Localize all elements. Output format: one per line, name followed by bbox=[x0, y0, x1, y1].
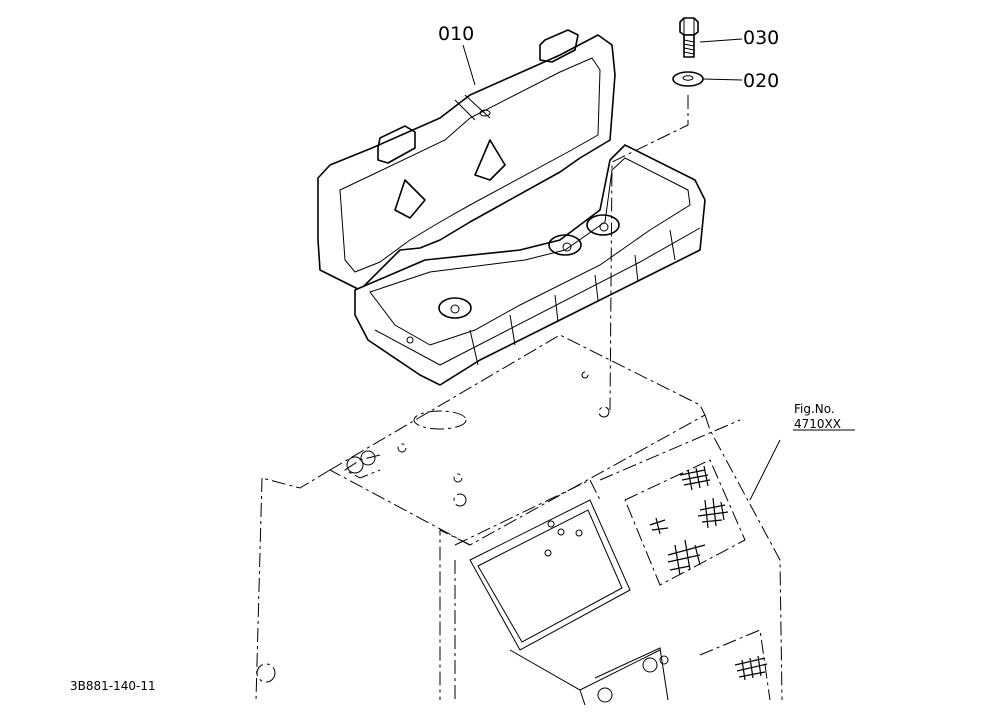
fig-ref-number: 4710XX bbox=[794, 417, 841, 431]
bolt-030 bbox=[679, 17, 699, 58]
washer-020 bbox=[672, 71, 704, 87]
front-panel bbox=[346, 450, 669, 706]
vent-mesh bbox=[649, 465, 768, 681]
callout-020: 020 bbox=[743, 70, 779, 92]
drawing-code: 3B881-140-11 bbox=[70, 679, 156, 693]
callout-030: 030 bbox=[743, 27, 779, 49]
callout-010: 010 bbox=[438, 23, 474, 45]
tool-box bbox=[317, 29, 706, 386]
machine-body-phantom bbox=[255, 334, 783, 701]
fig-ref-label: Fig.No. bbox=[794, 402, 835, 416]
assembly-centerline bbox=[609, 95, 689, 411]
callout-leaders bbox=[462, 38, 855, 501]
